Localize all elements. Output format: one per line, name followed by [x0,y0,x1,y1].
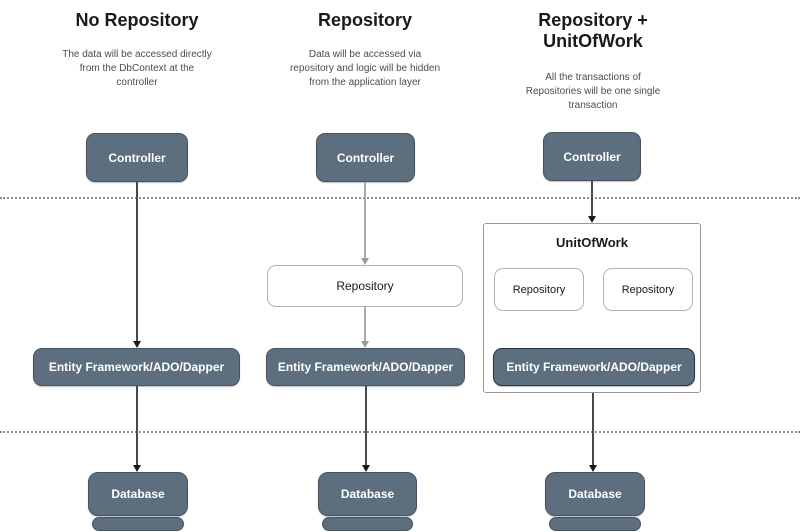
unitofwork-label: UnitOfWork [556,235,628,250]
arrow-controller-to-ef-col1 [136,182,138,342]
node-controller-col3: Controller [543,132,641,181]
node-entity-framework-col2: Entity Framework/ADO/Dapper [266,348,465,386]
node-database-col2: Database [318,472,417,532]
arrowhead-icon [133,341,141,348]
database-shape-bottom [322,517,413,531]
arrow-controller-to-unitofwork-col3 [591,181,593,217]
database-shape-body: Database [318,472,417,516]
node-entity-framework-col1: Entity Framework/ADO/Dapper [33,348,240,386]
arrowhead-icon [133,465,141,472]
arrowhead-icon [588,216,596,223]
database-shape-bottom [549,517,641,531]
arrowhead-icon [361,258,369,265]
column-subtitle-repository-unitofwork: All the transactions of Repositories wil… [525,72,661,111]
arrow-controller-to-repository-col2 [364,182,366,259]
arrow-ef-to-database-col1 [136,386,138,465]
column-title-repository: Repository [317,10,413,30]
arrow-unitofwork-to-database-col3 [592,393,594,466]
container-unitofwork: UnitOfWork Repository Repository Entity … [483,223,701,393]
column-title-repository-unitofwork: Repository + UnitOfWork [538,10,648,51]
column-subtitle-repository: Data will be accessed via repository and… [289,49,441,88]
node-repository-1-in-unitofwork: Repository [494,268,584,311]
arrow-repository-to-ef-col2 [364,307,366,342]
node-controller-col1: Controller [86,133,188,182]
layer-divider-top [0,197,800,199]
node-database-col1: Database [88,472,188,532]
arrowhead-icon [361,341,369,348]
node-repository-2-in-unitofwork: Repository [603,268,693,311]
layer-divider-bottom [0,431,800,433]
column-subtitle-no-repository: The data will be accessed directly from … [62,49,212,88]
arrowhead-icon [362,465,370,472]
node-controller-col2: Controller [316,133,415,182]
database-shape-bottom [92,517,184,531]
node-repository-col2: Repository [267,265,463,307]
column-title-no-repository: No Repository [75,10,199,30]
node-database-col3: Database [545,472,645,532]
arrowhead-icon [589,465,597,472]
database-shape-body: Database [88,472,188,516]
node-entity-framework-col3: Entity Framework/ADO/Dapper [493,348,695,386]
arrow-ef-to-database-col2 [365,386,367,466]
database-shape-body: Database [545,472,645,516]
